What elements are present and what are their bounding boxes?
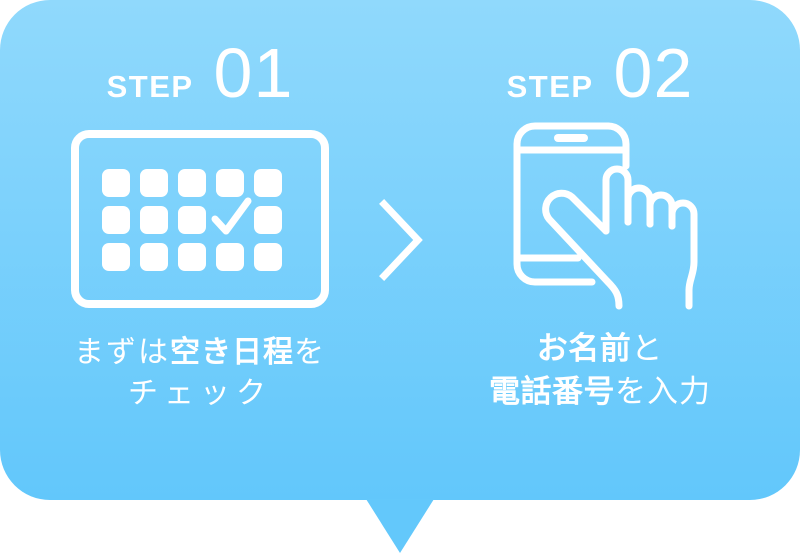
caption-text-bold: 電話番号 [489, 373, 615, 409]
step-column-02: STEP 02 [400, 0, 800, 500]
caption-line: 電話番号を入力 [489, 371, 711, 414]
caption-text: まずは [74, 336, 170, 369]
caption-text: チェック [128, 377, 272, 411]
step-icon-wrap-01 [70, 124, 330, 314]
step-icon-wrap-02 [500, 114, 700, 314]
chevron-right-icon [379, 199, 423, 281]
caption-line: チェック [74, 373, 326, 414]
step-label-01: STEP [106, 69, 194, 104]
step-column-01: STEP 01 [0, 0, 400, 500]
smartphone-tap-icon [513, 122, 698, 310]
caption-line: お名前と [489, 328, 711, 371]
step-number-02: 02 [613, 34, 694, 112]
calendar-check-icon [71, 130, 329, 308]
step-heading-01: STEP 01 [107, 38, 294, 108]
caption-text: を [294, 336, 326, 369]
step-label-02: STEP [506, 69, 594, 104]
caption-text-bold: 空き日程 [170, 336, 294, 369]
step-number-01: 01 [213, 34, 294, 112]
caption-line: まずは空き日程を [74, 332, 326, 373]
speech-bubble-tail [366, 499, 434, 553]
caption-text-bold: お名前 [536, 331, 632, 366]
caption-text: と [631, 331, 664, 366]
speech-bubble-card [0, 0, 800, 500]
caption-text: を入力 [615, 373, 711, 409]
step-caption-01: まずは空き日程を チェック [74, 332, 326, 415]
steps-container: STEP 01 [0, 0, 800, 500]
step-caption-02: お名前と 電話番号を入力 [489, 328, 711, 414]
step-heading-02: STEP 02 [507, 38, 694, 108]
